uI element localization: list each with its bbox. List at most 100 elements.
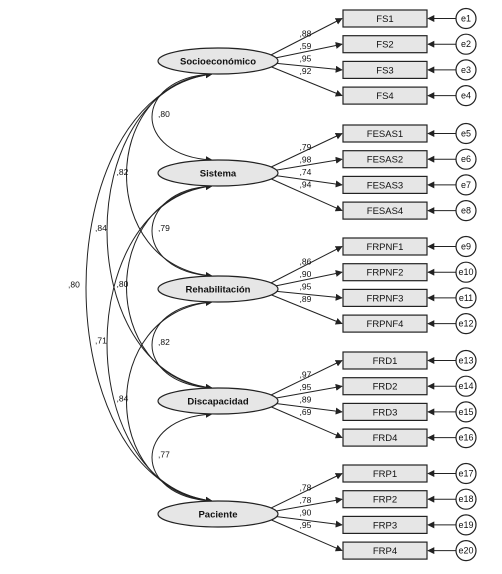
loading-arrow-frp3	[267, 515, 343, 528]
loading-arrow-frd3	[267, 402, 343, 415]
error-term-e13: e13	[455, 349, 477, 372]
correlation-arc-socioeconomico-discapacidad	[106, 71, 213, 391]
loading-arrow-frpnf3	[267, 290, 343, 301]
indicator-label: FRD1	[373, 356, 398, 367]
correlation-coefficient: ,82	[117, 167, 129, 177]
indicator-frpnf3: FRPNF3	[342, 288, 428, 307]
error-label: e3	[461, 65, 471, 75]
indicator-label: FESAS1	[367, 129, 403, 140]
indicator-frd2: FRD2	[342, 377, 428, 396]
indicator-label: FRPNF2	[367, 268, 404, 279]
latent-factor-paciente: Paciente	[157, 500, 279, 528]
error-term-e18: e18	[455, 488, 477, 510]
correlation-coefficient: ,82	[158, 337, 170, 347]
correlation-arc-socioeconomico-paciente	[85, 71, 213, 504]
indicator-fs1: FS1	[342, 9, 428, 28]
error-term-e16: e16	[455, 427, 477, 449]
error-label: e20	[458, 546, 473, 556]
error-label: e5	[461, 129, 471, 139]
indicator-frd3: FRD3	[342, 402, 428, 421]
latent-factor-discapacidad: Discapacidad	[157, 387, 279, 415]
error-term-e15: e15	[455, 401, 477, 423]
loading-arrow-frp2	[267, 496, 343, 513]
loading-arrow-frpnf4	[267, 293, 343, 325]
indicator-label: FRP4	[373, 546, 397, 557]
loading-coefficient: ,95	[300, 382, 312, 392]
correlation-arc-rehabilitacion-discapacidad	[151, 298, 213, 392]
error-label: e1	[461, 14, 471, 24]
indicator-frd1: FRD1	[342, 351, 428, 370]
indicator-frp1: FRP1	[342, 464, 428, 483]
loading-coefficient: ,95	[300, 54, 312, 64]
error-label: e6	[461, 154, 471, 164]
loading-coefficient: ,95	[300, 520, 312, 530]
error-term-e4: e4	[455, 84, 477, 107]
loading-arrow-fs3	[267, 62, 343, 73]
indicator-label: FS4	[376, 91, 393, 102]
error-label: e12	[458, 319, 473, 329]
loading-arrow-frpnf2	[267, 270, 343, 288]
latent-factor-label: Sistema	[200, 169, 237, 180]
loading-arrow-fesas2	[267, 156, 343, 172]
latent-factor-socioeconomico: Socioeconómico	[157, 47, 279, 75]
error-term-e19: e19	[455, 514, 477, 536]
loading-coefficient: ,90	[300, 269, 312, 279]
loading-arrow-frp4	[267, 518, 343, 552]
loading-coefficient: ,94	[300, 179, 312, 189]
indicator-label: FRD3	[373, 407, 398, 418]
latent-factor-sistema: Sistema	[157, 159, 279, 187]
latent-factor-label: Paciente	[198, 510, 237, 521]
loading-arrow-fesas3	[267, 174, 343, 188]
error-term-e20: e20	[455, 539, 477, 562]
loading-path-layer: ,88,59,95,92,79,98,74,94,86,90,95,89,97,…	[267, 15, 456, 555]
loading-coefficient: ,79	[300, 142, 312, 152]
loading-coefficient: ,86	[300, 257, 312, 267]
loading-coefficient: ,89	[300, 394, 312, 404]
indicator-frpnf2: FRPNF2	[342, 263, 428, 282]
loading-coefficient: ,90	[300, 507, 312, 517]
error-label: e15	[458, 407, 473, 417]
indicator-label: FESAS4	[367, 206, 403, 217]
correlation-arc-sistema-rehabilitacion	[151, 182, 213, 280]
indicator-fs3: FS3	[342, 60, 428, 80]
correlation-coefficient: ,84	[117, 394, 129, 404]
error-label: e19	[458, 520, 473, 530]
correlation-layer: ,80,79,82,77,82,80,84,84,71,80	[68, 70, 213, 505]
error-term-e7: e7	[455, 174, 477, 196]
error-label: e4	[461, 91, 471, 101]
indicator-fesas4: FESAS4	[342, 201, 428, 220]
latent-factor-label: Socioeconómico	[180, 57, 256, 68]
error-label: e11	[459, 293, 473, 303]
error-term-e5: e5	[455, 122, 477, 145]
latent-factor-rehabilitacion: Rehabilitación	[157, 275, 279, 303]
indicator-fesas3: FESAS3	[342, 175, 428, 194]
correlation-coefficient: ,80	[117, 279, 129, 289]
loading-arrow-fesas4	[267, 177, 343, 212]
correlation-arc-socioeconomico-sistema	[151, 70, 213, 164]
error-label: e17	[458, 469, 473, 479]
error-label: e16	[458, 433, 473, 443]
correlation-arc-sistema-paciente	[106, 183, 213, 504]
error-term-e14: e14	[455, 375, 477, 397]
correlation-coefficient: ,79	[158, 223, 170, 233]
indicator-frp2: FRP2	[342, 490, 428, 509]
error-term-e8: e8	[455, 200, 477, 222]
loading-coefficient: ,78	[300, 495, 312, 505]
error-term-e17: e17	[455, 462, 477, 485]
correlation-coefficient: ,80	[158, 109, 170, 119]
error-label: e10	[458, 267, 473, 277]
error-label: e7	[461, 180, 471, 190]
loading-arrow-fs1	[267, 18, 343, 57]
indicator-label: FS1	[376, 14, 393, 25]
indicator-label: FRD2	[373, 382, 398, 393]
loading-arrow-frpnf1	[267, 246, 343, 285]
loading-coefficient: ,97	[300, 369, 312, 379]
loading-coefficient: ,89	[300, 294, 312, 304]
error-term-e6: e6	[455, 148, 477, 170]
indicator-fesas1: FESAS1	[342, 124, 428, 143]
loading-coefficient: ,95	[300, 282, 312, 292]
indicator-label: FRD4	[373, 433, 398, 444]
indicator-fs4: FS4	[342, 86, 428, 105]
